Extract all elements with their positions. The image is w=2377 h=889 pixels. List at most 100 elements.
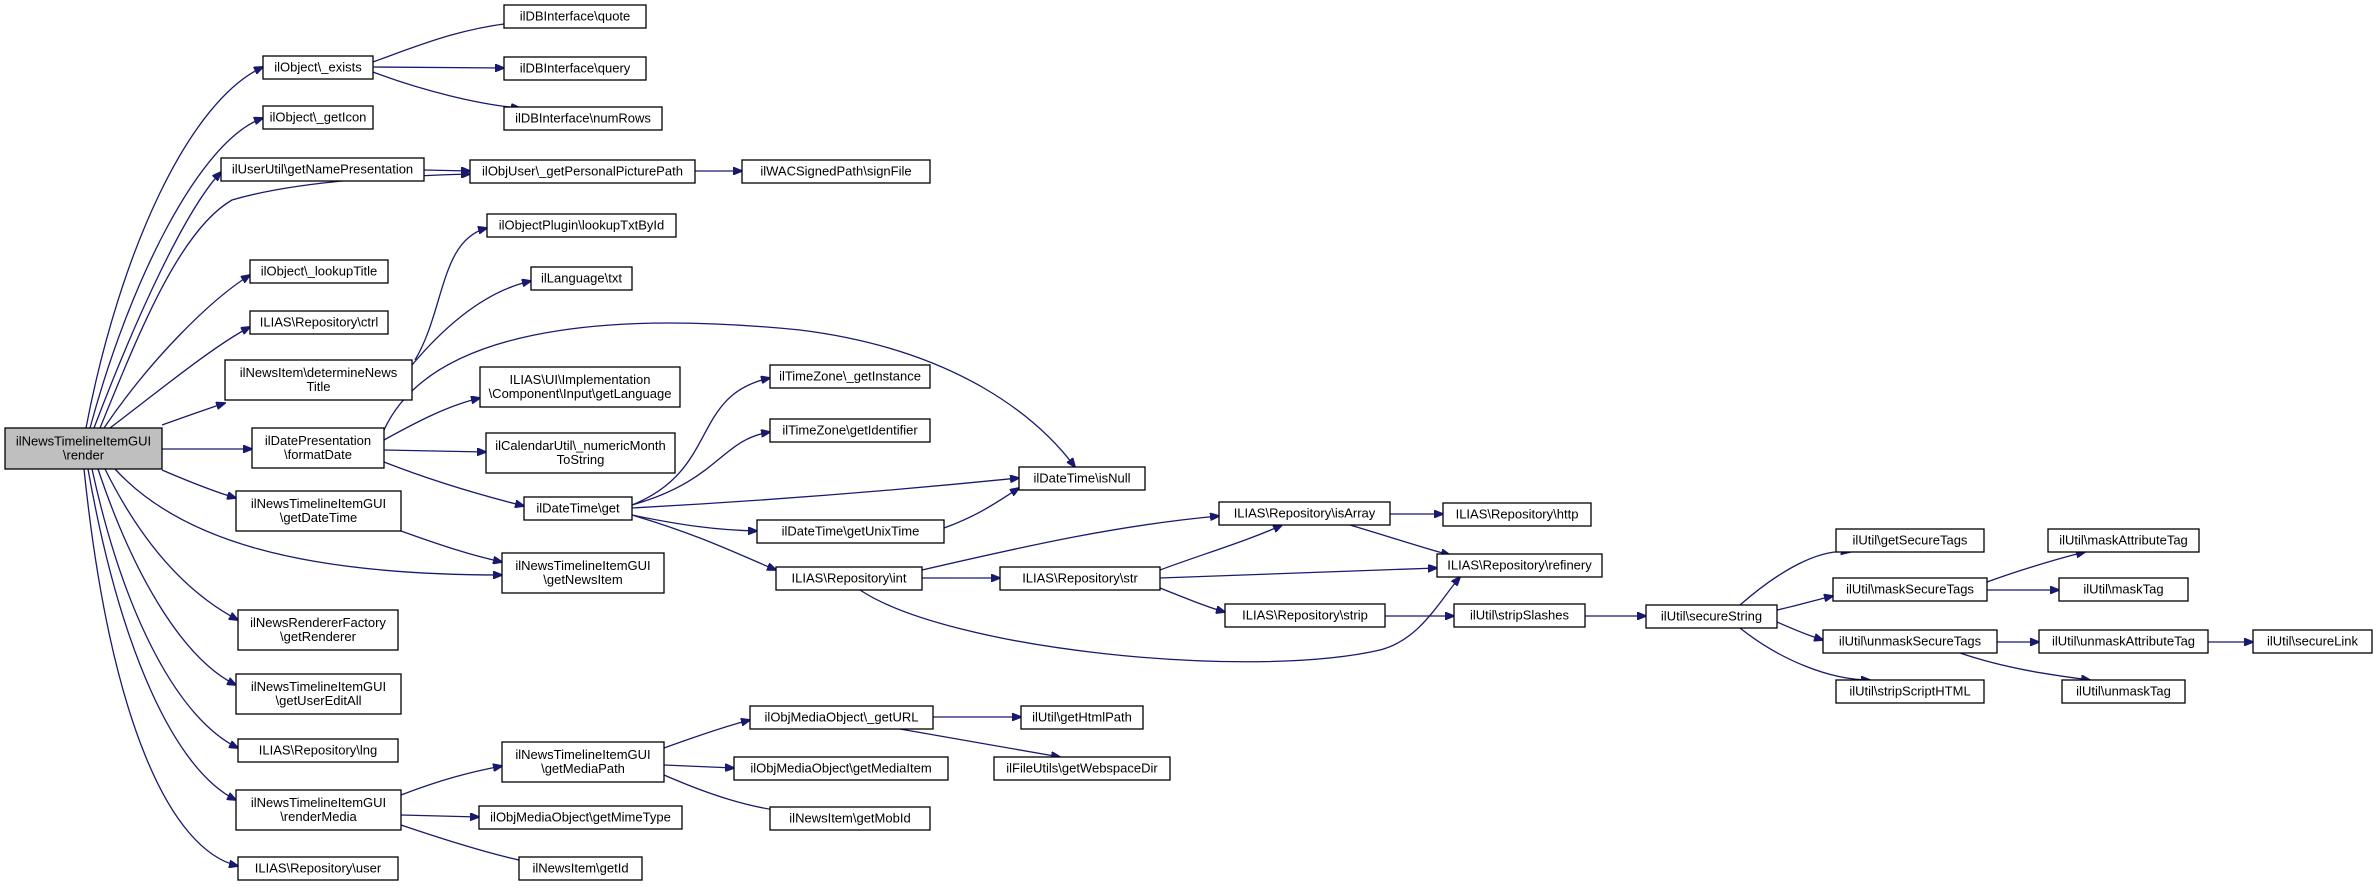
node-gtiUserEditAll[interactable]: ilNewsTimelineItemGUI\getUserEditAll [235, 673, 402, 715]
edge-arrow [93, 172, 221, 429]
node-utilStripSlashes[interactable]: ilUtil\stripSlashes [1453, 603, 1586, 628]
node-utilMaskAttr[interactable]: ilUtil\maskAttributeTag [2047, 528, 2200, 553]
node-repoCtrl[interactable]: ILIAS\Repository\ctrl [249, 310, 389, 335]
node-repoHttp[interactable]: ILIAS\Repository\http [1442, 502, 1592, 527]
edge-render-to-gtiGetNewsItem [114, 468, 502, 575]
node-gtiMediaPath[interactable]: ilNewsTimelineItemGUI\getMediaPath [501, 741, 665, 783]
node-label-line: \getMediaPath [541, 761, 625, 776]
node-dtGet[interactable]: ilDateTime\get [523, 496, 633, 521]
node-fileWebDir[interactable]: ilFileUtils\getWebspaceDir [993, 756, 1171, 781]
node-box [235, 673, 402, 715]
node-label-line: ilNewsItem\getId [532, 861, 628, 876]
node-repoStrip[interactable]: ILIAS\Repository\strip [1224, 603, 1386, 628]
node-objLookupTitle[interactable]: ilObject\_lookupTitle [249, 259, 389, 284]
edge-arrow [383, 398, 480, 441]
node-box [523, 496, 633, 521]
edge-arrow [87, 468, 236, 800]
node-label-line: \Component\Input\getLanguage [489, 386, 672, 401]
node-box [235, 789, 402, 831]
node-render[interactable]: ilNewsTimelineItemGUI\render [4, 427, 163, 470]
edge-arrow [411, 281, 531, 366]
node-objGetIcon[interactable]: ilObject\_getIcon [262, 105, 374, 130]
node-utilUnmaskSecure[interactable]: ilUtil\unmaskSecureTags [1822, 629, 1998, 654]
node-label-line: ilDBInterface\query [520, 61, 631, 76]
node-datePresFormat[interactable]: ilDatePresentation\formatDate [251, 427, 385, 469]
edge-render-to-objGetIcon [89, 118, 263, 429]
node-pluginLookup[interactable]: ilObjectPlugin\lookupTxtById [486, 213, 677, 238]
node-label-line: ilNewsRendererFactory [250, 615, 386, 630]
node-box [220, 157, 425, 182]
node-mobGetURL[interactable]: ilObjMediaObject\_getURL [749, 705, 934, 730]
node-dtIsNull[interactable]: ilDateTime\isNull [1018, 466, 1146, 491]
node-rendFactory[interactable]: ilNewsRendererFactory\getRenderer [237, 609, 399, 651]
edge-arrow [109, 327, 250, 429]
edges-layer [83, 22, 2253, 866]
edge-repoIsArray-to-repoRefinery [1349, 524, 1450, 555]
node-newsGetId[interactable]: ilNewsItem\getId [518, 856, 643, 881]
node-label-line: ilUtil\unmaskTag [2076, 684, 2171, 699]
node-box [501, 552, 665, 594]
edge-render-to-repoLng [91, 468, 238, 748]
edge-dtGet-to-dtGetUnix [631, 514, 757, 531]
node-dbQuery[interactable]: ilDBInterface\query [503, 56, 647, 81]
node-repoUser[interactable]: ILIAS\Repository\user [237, 856, 399, 881]
node-box [2061, 679, 2186, 704]
node-utilSecureLink[interactable]: ilUtil\secureLink [2252, 629, 2373, 654]
node-newsMobId[interactable]: ilNewsItem\getMobId [769, 806, 931, 831]
edge-arrow [414, 228, 487, 361]
edge-render-to-userNamePres [93, 172, 221, 429]
node-gtiGetNewsItem[interactable]: ilNewsTimelineItemGUI\getNewsItem [501, 552, 665, 594]
node-utilUnmaskTag[interactable]: ilUtil\unmaskTag [2061, 679, 2186, 704]
edge-arrow [1986, 552, 2085, 583]
node-repoStr[interactable]: ILIAS\Repository\str [999, 566, 1161, 591]
node-label-line: ilUtil\unmaskAttributeTag [2052, 634, 2195, 649]
node-box [1018, 466, 1146, 491]
node-utilSecureString[interactable]: ilUtil\secureString [1645, 604, 1778, 629]
node-box [237, 738, 399, 763]
edge-arrow [1349, 524, 1450, 555]
node-repoInt[interactable]: ILIAS\Repository\int [775, 566, 923, 591]
node-gtiRenderMedia[interactable]: ilNewsTimelineItemGUI\renderMedia [235, 789, 402, 831]
node-wacSign[interactable]: ilWACSignedPath\signFile [741, 159, 931, 184]
edge-arrow [663, 765, 734, 768]
node-label-line: ilUtil\maskSecureTags [1846, 582, 1974, 597]
node-persPicPath[interactable]: ilObjUser\_getPersonalPicturePath [469, 159, 696, 184]
node-userNamePres[interactable]: ilUserUtil\getNamePresentation [220, 157, 425, 182]
node-utilStripScript[interactable]: ilUtil\stripScriptHTML [1835, 679, 1985, 704]
edge-arrow [859, 577, 1460, 663]
node-utilMaskTag[interactable]: ilUtil\maskTag [2058, 577, 2189, 602]
node-dbNumRows[interactable]: ilDBInterface\numRows [503, 106, 663, 131]
node-repoIsArray[interactable]: ILIAS\Repository\isArray [1218, 501, 1391, 526]
node-utilMaskSecure[interactable]: ilUtil\maskSecureTags [1832, 577, 1988, 602]
node-utilUnmaskAttr[interactable]: ilUtil\unmaskAttributeTag [2038, 629, 2209, 654]
edge-newsDetTitle-to-pluginLookup [414, 228, 487, 361]
node-mobMime[interactable]: ilObjMediaObject\getMimeType [478, 805, 683, 830]
node-gtiGetDateTime[interactable]: ilNewsTimelineItemGUI\getDateTime [235, 490, 402, 532]
edge-dtGet-to-tzGetInstance [631, 378, 770, 506]
node-utilHtmlPath[interactable]: ilUtil\getHtmlPath [1020, 705, 1144, 730]
edge-newsDetTitle-to-langTxt [411, 281, 531, 366]
node-dtGetUnix[interactable]: ilDateTime\getUnixTime [756, 519, 945, 544]
node-label-line: ilUserUtil\getNamePresentation [232, 162, 413, 177]
edge-gtiGetDateTime-to-gtiGetNewsItem [400, 530, 502, 562]
node-repoRefinery[interactable]: ILIAS\Repository\refinery [1436, 553, 1603, 578]
node-repoLng[interactable]: ILIAS\Repository\lng [237, 738, 399, 763]
edge-render-to-repoUser [83, 468, 238, 866]
node-box [1832, 577, 1988, 602]
node-langTxt[interactable]: ilLanguage\txt [530, 266, 633, 291]
node-dbQuote[interactable]: ilDBInterface\quote [503, 4, 647, 29]
node-box [224, 359, 413, 401]
node-objExists[interactable]: ilObject\_exists [262, 55, 374, 80]
node-tzGetIdent[interactable]: ilTimeZone\getIdentifier [769, 418, 931, 443]
node-box [251, 427, 385, 469]
node-tzGetInstance[interactable]: ilTimeZone\_getInstance [769, 364, 931, 389]
node-box [237, 856, 399, 881]
node-mobMediaItem[interactable]: ilObjMediaObject\getMediaItem [733, 756, 949, 781]
node-box [503, 106, 663, 131]
node-uiGetLang[interactable]: ILIAS\UI\Implementation\Component\Input\… [479, 366, 681, 408]
node-box [249, 310, 389, 335]
node-utilGetSecure[interactable]: ilUtil\getSecureTags [1835, 528, 1985, 553]
